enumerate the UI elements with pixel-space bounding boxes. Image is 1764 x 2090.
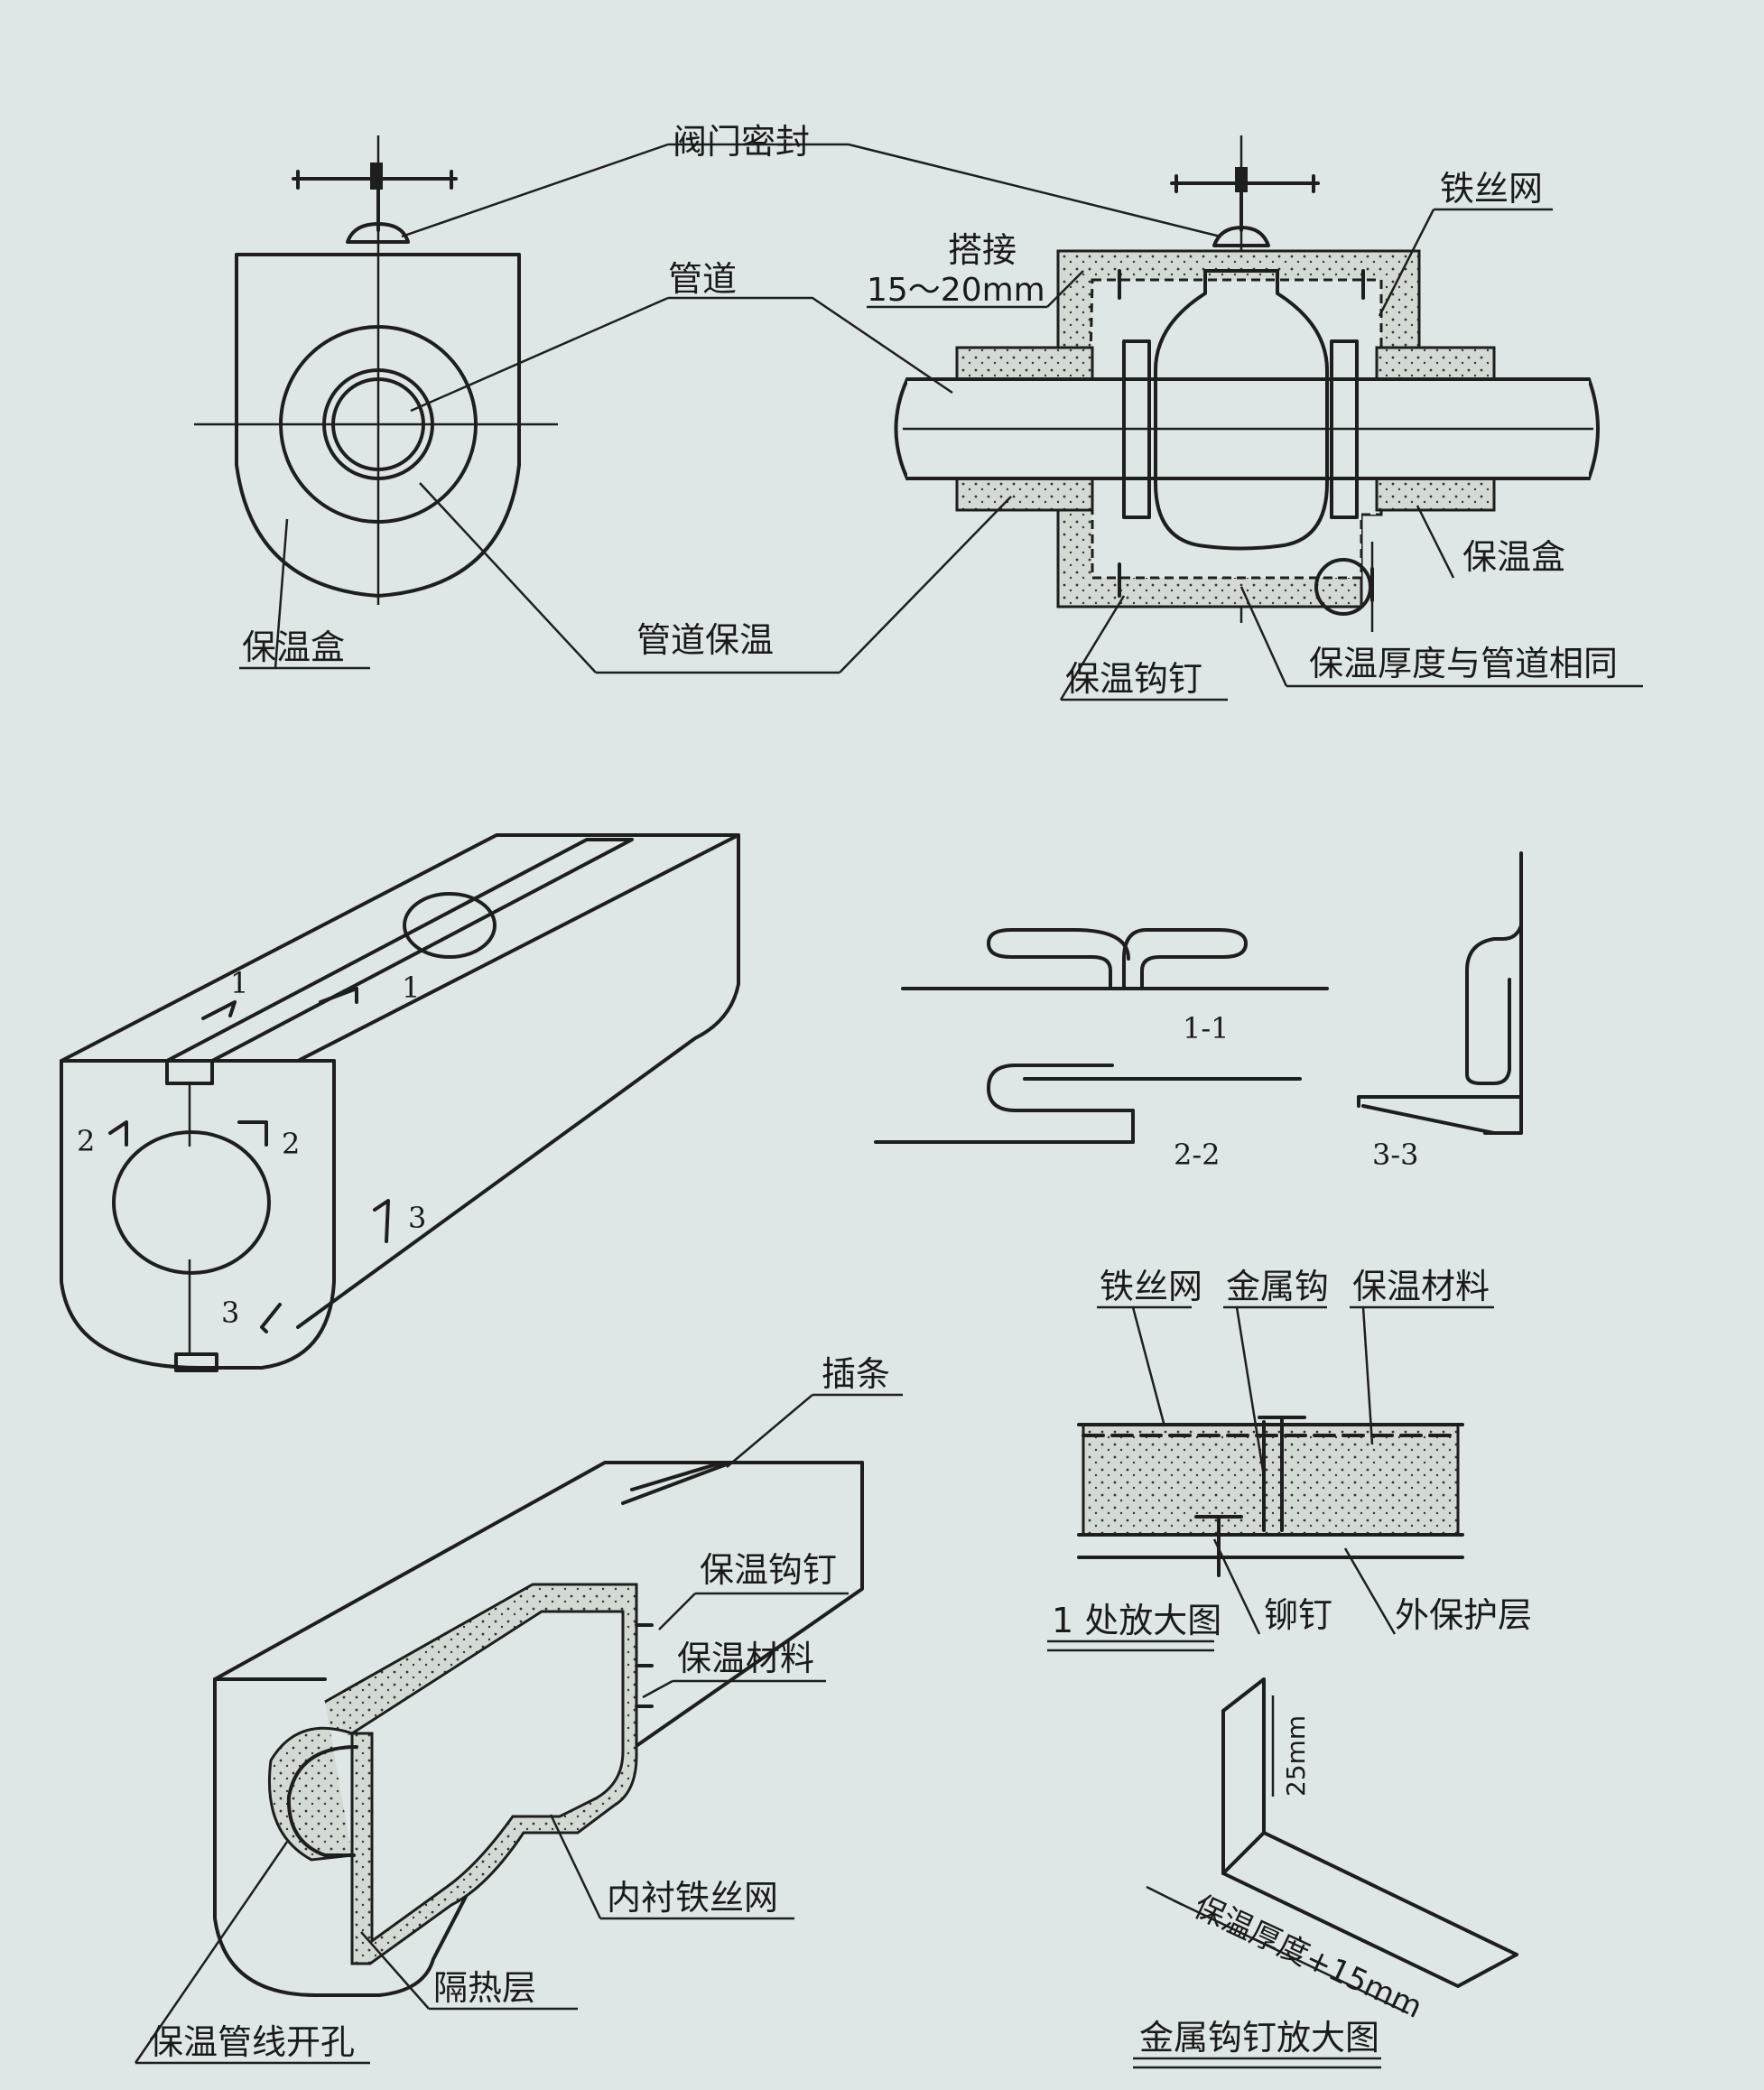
label-hook-nail-top: 保温钩钉 (1065, 659, 1202, 699)
label-dim-thick15: 保温厚度+15mm (1188, 1889, 1427, 2026)
label-pipe-insulation: 管道保温 (636, 620, 774, 660)
label-box-left: 保温盒 (242, 627, 345, 667)
label-hook-nail-mid: 保温钩钉 (700, 1550, 837, 1590)
label-sec-2: 2-2 (1174, 1138, 1221, 1172)
label-det-wire-mesh: 铁丝网 (1100, 1267, 1202, 1306)
label-insul-material-mid: 保温材料 (677, 1639, 814, 1678)
label-dim-25: 25mm (1281, 1715, 1311, 1797)
label-valve-seal: 阀门密封 (673, 122, 810, 162)
label-detail-1: 1 处放大图 (1052, 1601, 1221, 1640)
label-overlap: 搭接 (948, 230, 1017, 270)
lined-box (213, 1461, 864, 1997)
mark-3b: 3 (221, 1296, 239, 1330)
isometric-box (60, 833, 740, 1372)
label-hook-detail: 金属钩钉放大图 (1139, 2018, 1379, 2057)
section-profiles (874, 851, 1523, 1144)
label-outer-layer: 外保护层 (1395, 1595, 1532, 1635)
label-wire-mesh-top: 铁丝网 (1440, 169, 1543, 209)
label-heat-layer: 隔热层 (433, 1968, 536, 2008)
mark-1b: 1 (402, 971, 420, 1005)
mark-1a: 1 (230, 966, 248, 1000)
right-valve-section (894, 135, 1600, 632)
detail-1-enlarged (1047, 1416, 1464, 1652)
label-sec-1: 1-1 (1183, 1011, 1230, 1045)
label-det-metal-hook: 金属钩 (1226, 1267, 1329, 1306)
label-insert-strip: 插条 (822, 1354, 890, 1394)
label-same-thickness: 保温厚度与管道相同 (1309, 644, 1618, 683)
mark-2b: 2 (282, 1127, 300, 1161)
label-overlap-dim: 15～20mm (867, 272, 1045, 309)
label-box-right: 保温盒 (1462, 537, 1565, 577)
label-sec-3: 3-3 (1372, 1138, 1419, 1172)
hook-nail-detail (1133, 1677, 1518, 2069)
left-valve-box (194, 135, 558, 605)
label-det-insul-material: 保温材料 (1352, 1267, 1490, 1306)
label-pipe: 管道 (668, 259, 737, 299)
leader-lines (134, 143, 1643, 2065)
labels: 阀门密封 管道 搭接 15～20mm 铁丝网 保温盒 管道保温 保温盒 保温钩钉… (77, 122, 1618, 2062)
label-rivet: 铆钉 (1264, 1595, 1332, 1635)
mark-2a: 2 (77, 1124, 95, 1158)
label-pipe-opening: 保温管线开孔 (149, 2022, 355, 2062)
mark-3a: 3 (408, 1201, 426, 1235)
label-lining-mesh: 内衬铁丝网 (607, 1878, 778, 1918)
